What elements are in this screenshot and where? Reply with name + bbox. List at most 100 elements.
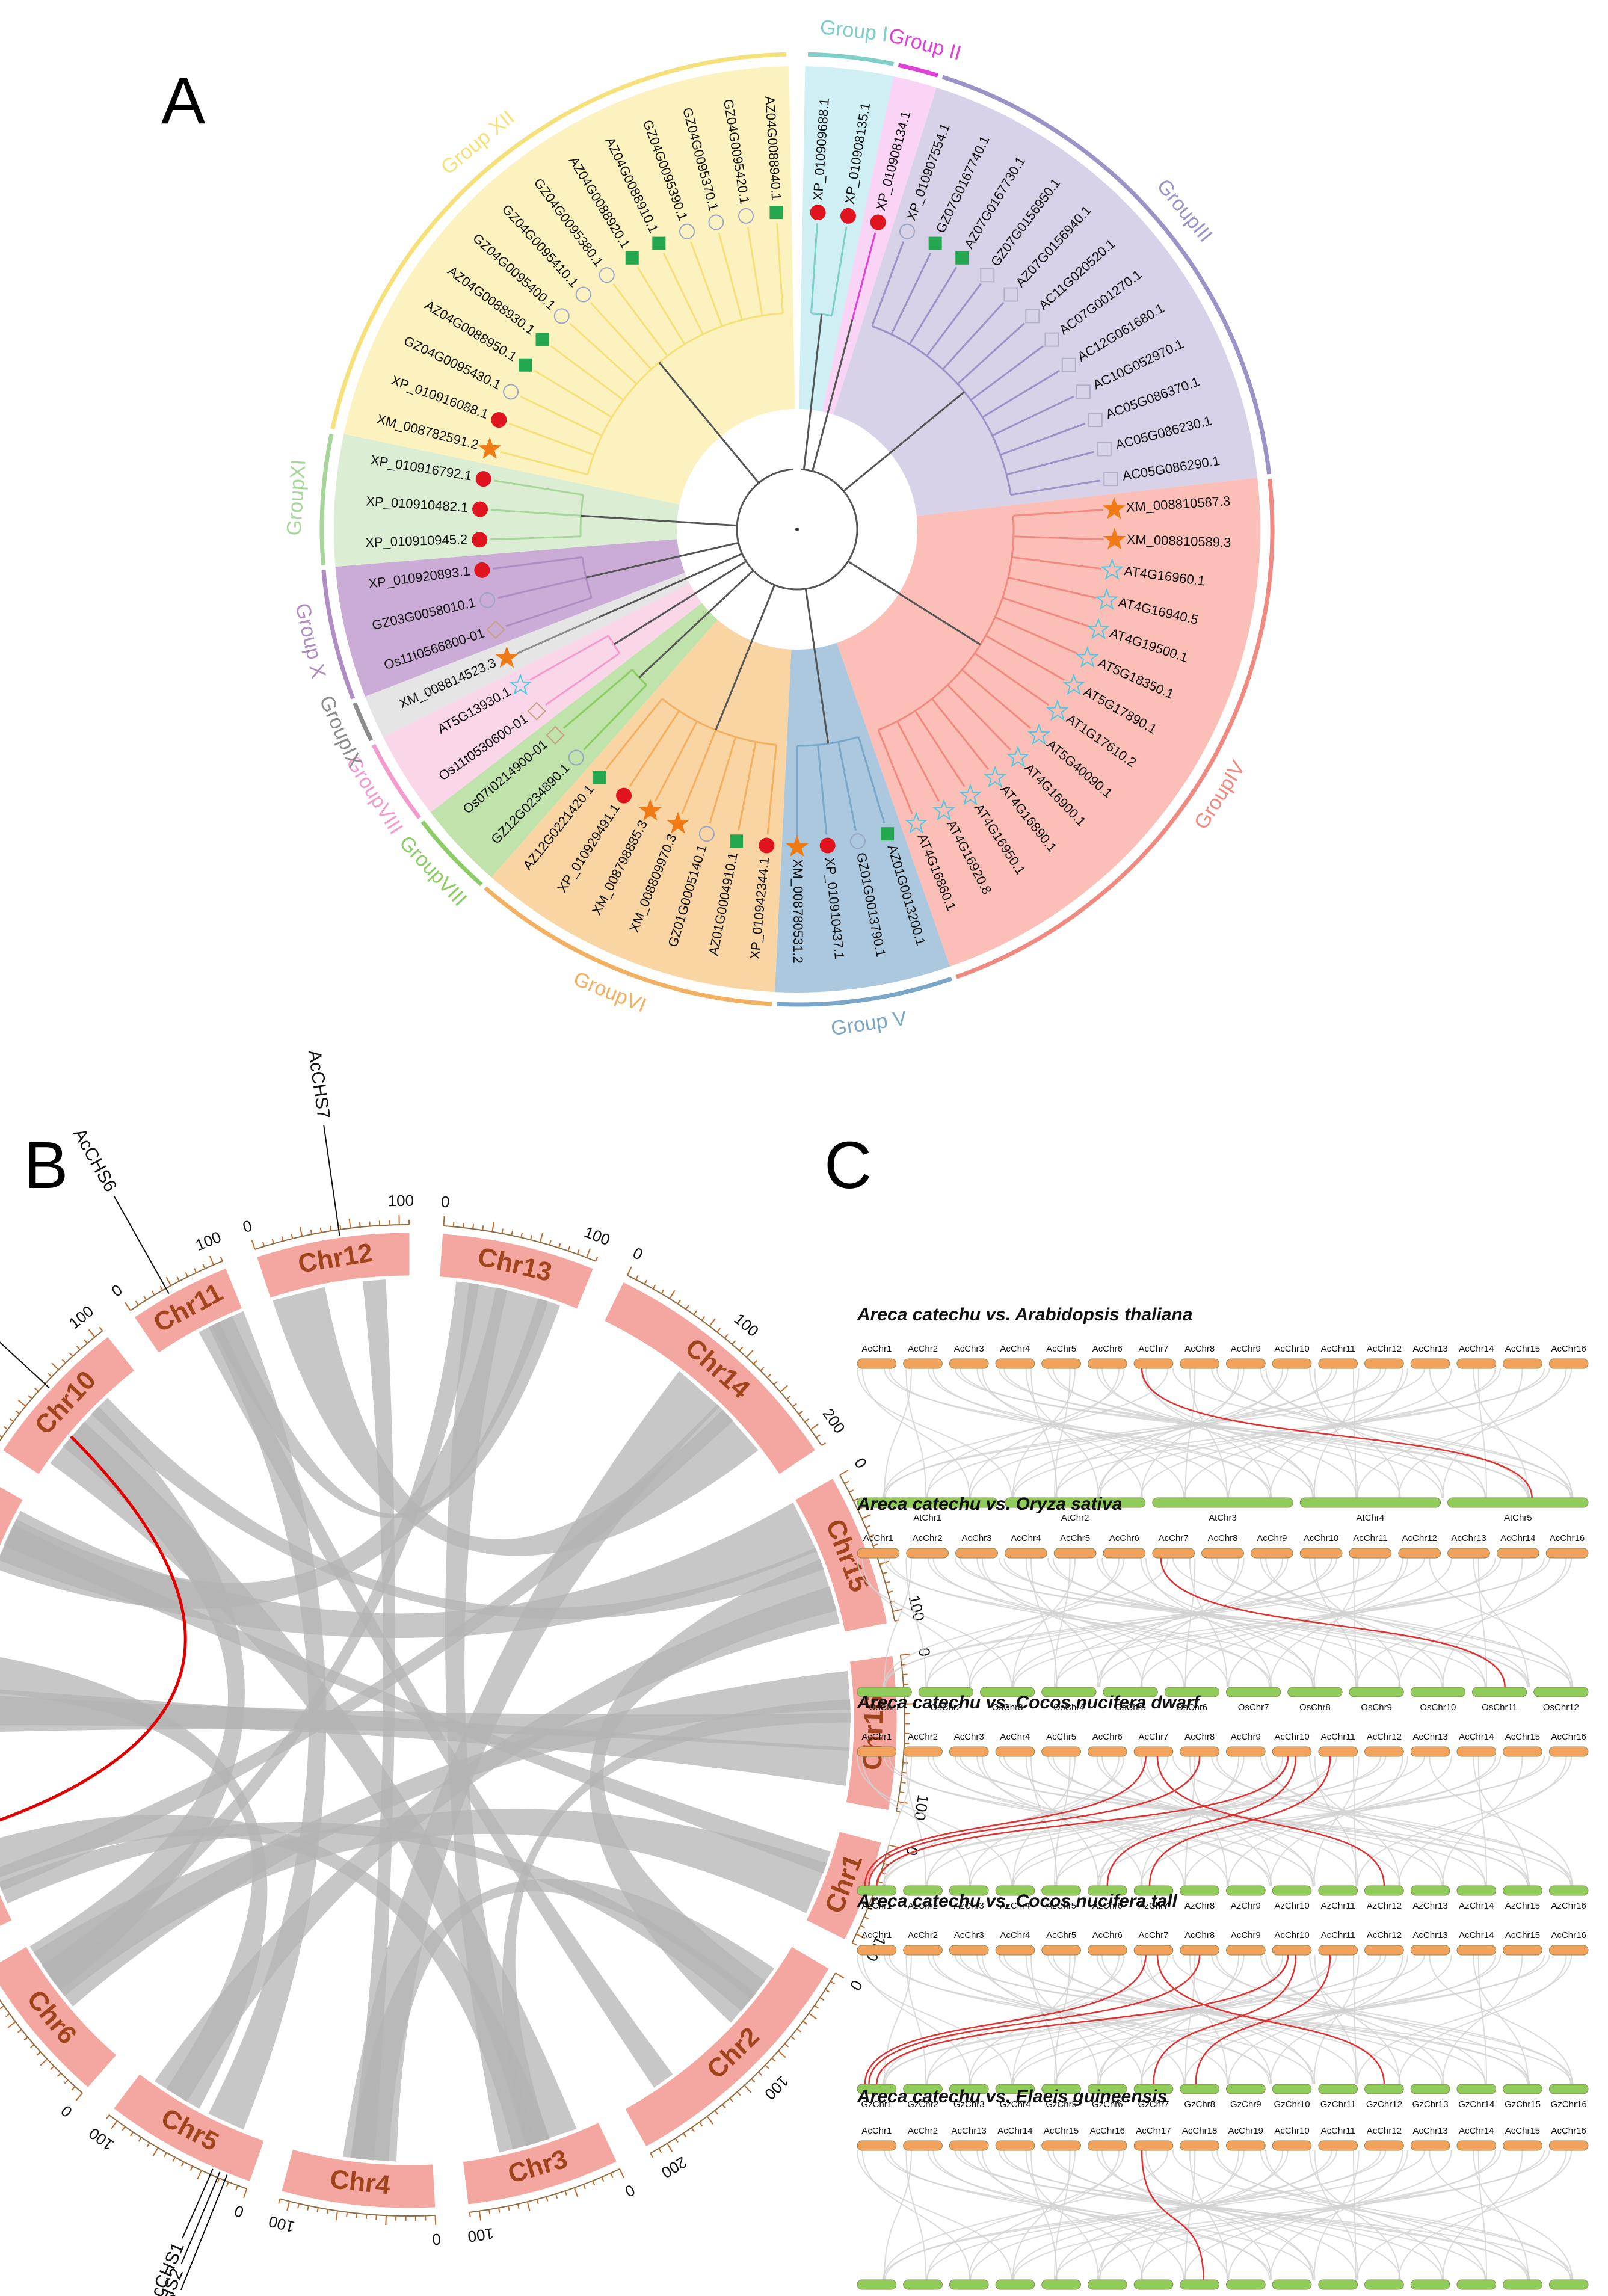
background-link (1003, 1557, 1486, 1688)
marker-open-star (1076, 646, 1099, 668)
background-link (970, 1954, 1338, 2085)
collinear-link (876, 1954, 1289, 2085)
panel-label-a: A (161, 64, 206, 138)
marker-open-square (1097, 442, 1112, 457)
background-link (1101, 1954, 1316, 2085)
background-link (1030, 1368, 1058, 1498)
chromosome-bar-label: GzChr9 (1230, 2099, 1261, 2110)
leaf-branch (956, 322, 1025, 385)
tick (722, 2104, 726, 2109)
chromosome-bar-label: AcChr12 (1367, 1930, 1402, 1941)
tick (849, 1489, 854, 1493)
background-link (1477, 2150, 1488, 2280)
tick (892, 1608, 902, 1613)
tick (36, 2051, 42, 2056)
chromosome-bar (857, 1358, 897, 1369)
background-link (1184, 1756, 1196, 1886)
chromosome-bar-label: AcChr14 (1459, 1930, 1494, 1941)
marker-red-circle (472, 532, 488, 548)
tick (864, 1916, 869, 1919)
tick-label: 0 (57, 2102, 76, 2121)
chromosome-bar (1087, 2140, 1127, 2151)
leaf-branch (1006, 451, 1094, 476)
tick (667, 2143, 673, 2152)
marker-open-circle (568, 749, 584, 766)
chromosome-bar (1533, 1687, 1589, 1697)
tick (71, 2086, 76, 2091)
tick-axis (0, 1999, 83, 2094)
chromosome-bar-label: GzChr12 (1366, 2099, 1402, 2110)
chromosome-bar-label: AcChr16 (1551, 2126, 1586, 2136)
tick (885, 1581, 890, 1584)
chromosome-bar-label: OsChr11 (1482, 1702, 1517, 1713)
chromosome-bar-label: OsChr8 (1299, 1702, 1331, 1713)
background-link (883, 1954, 912, 2085)
background-link (1260, 2150, 1486, 2280)
chromosome-bar (1548, 1885, 1589, 1896)
group-sector (383, 583, 702, 813)
tick (138, 2137, 142, 2142)
marker-green-square (928, 236, 942, 250)
tick (508, 2206, 510, 2211)
tick (443, 1216, 445, 1226)
tick (724, 1334, 729, 1339)
chromosome-bar (995, 1746, 1035, 1757)
chromosome-bar (980, 1687, 1035, 1697)
marker-orange-star (1103, 528, 1126, 550)
tick (760, 1367, 765, 1371)
tick (271, 1239, 274, 1244)
chromosome-bar-label: AcChr8 (1184, 1930, 1215, 1941)
chromosome-bar (1364, 1885, 1404, 1896)
tick (661, 1289, 665, 1294)
tick (310, 1230, 313, 1235)
marker-red-circle (759, 837, 775, 854)
tick (286, 2201, 291, 2211)
background-link (1313, 2150, 1360, 2280)
background-link (1184, 2150, 1196, 2280)
chromosome-bar-label: AcChr13 (952, 2126, 987, 2136)
chromosome-bar (1133, 2140, 1174, 2151)
marker-red-circle (870, 214, 886, 230)
chromosome-bar-label: OsChr5 (1115, 1702, 1146, 1713)
chromosome-bar (1041, 1746, 1081, 1757)
tick (867, 1907, 873, 1911)
background-link (1265, 1756, 1444, 1886)
chromosome-bar (1133, 2279, 1174, 2290)
marker-orange-star (495, 646, 519, 668)
synteny-link (0, 1689, 850, 1787)
leaf-branch (520, 395, 603, 437)
tick (7, 2021, 16, 2028)
tick (877, 1880, 883, 1884)
tick (348, 1218, 351, 1228)
chromosome-bar-label: AcChr3 (954, 1930, 984, 1941)
chromosome-bar-label: AcChr13 (1451, 1533, 1486, 1543)
marker-open-circle (708, 214, 724, 230)
chromosome-bar (1226, 2084, 1266, 2094)
chromosome-bar-label: AzChr13 (1412, 1901, 1447, 1911)
group-label: Group II (886, 24, 963, 65)
background-link (857, 1368, 1012, 1498)
tick (299, 1226, 303, 1237)
chromosome-bar (995, 2084, 1035, 2094)
chromosome-bar-label: AcChr16 (1550, 1533, 1585, 1543)
marker-orange-star (478, 437, 502, 459)
background-link (1265, 1368, 1444, 1498)
chromosome-bar (1004, 1548, 1047, 1559)
leaf-branch (1013, 509, 1104, 517)
chromosome-bar (1226, 1885, 1266, 1896)
marker-green-square (730, 834, 744, 848)
gene-leader (182, 2168, 214, 2239)
tick (356, 2213, 358, 2218)
background-link (960, 2150, 1530, 2280)
chromosome-bar-label: AcChr10 (1274, 2126, 1309, 2136)
chromosome-bar-label: AcChr4 (1000, 1344, 1030, 1354)
branch (804, 588, 830, 744)
panel-label-b: B (24, 1128, 68, 1202)
background-link (1228, 1368, 1408, 1498)
chromosome-bar (903, 1358, 943, 1369)
tick (135, 1300, 139, 1306)
leaf-branch (926, 283, 982, 357)
tick (851, 1942, 857, 1946)
chromosome-bar-label: OsChr4 (1053, 1702, 1085, 1713)
tick (262, 1242, 265, 1247)
